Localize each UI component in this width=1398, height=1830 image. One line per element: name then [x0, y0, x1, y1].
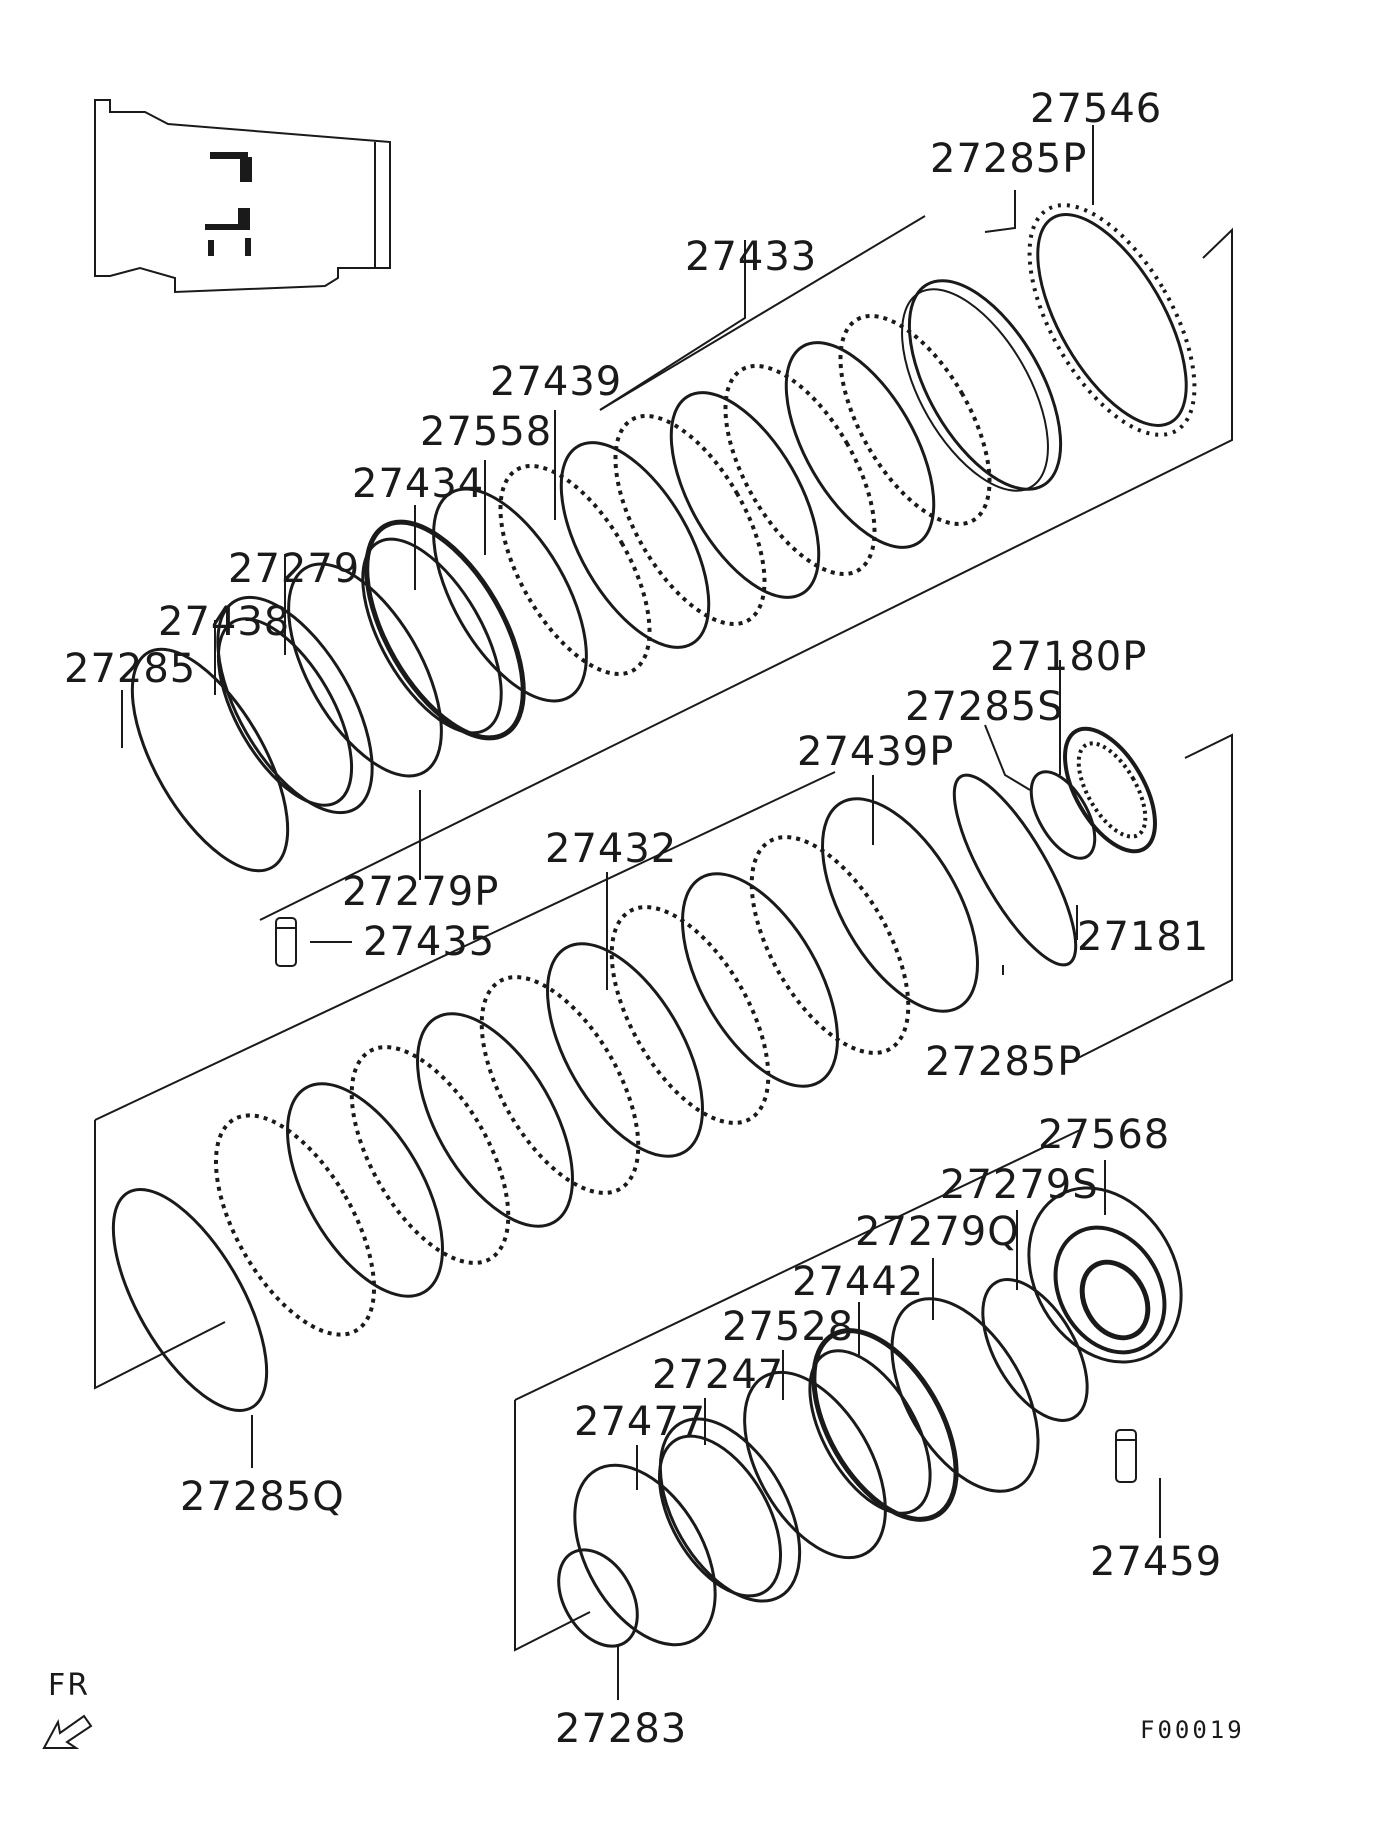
upper-leader-lines [121, 125, 1094, 943]
upper-clutch-pack-panel [121, 125, 1233, 967]
label-27279S: 27279S [940, 1162, 1099, 1208]
label-27558: 27558 [420, 409, 552, 455]
lower-rings [557, 1186, 1183, 1648]
label-27279: 27279 [228, 546, 360, 592]
label-27285: 27285 [64, 646, 196, 692]
label-27433: 27433 [685, 234, 817, 280]
label-27432: 27432 [545, 826, 677, 872]
label-27279Q: 27279Q [855, 1209, 1020, 1255]
upper-clutch-rings [130, 203, 1197, 873]
label-27442: 27442 [792, 1259, 924, 1305]
middle-clutch-rings [111, 726, 1157, 1412]
transmission-locator-inset [94, 99, 391, 294]
label-27439: 27439 [490, 359, 622, 405]
label-27439P: 27439P [797, 729, 954, 775]
label-27434: 27434 [352, 461, 484, 507]
label-27181: 27181 [1077, 914, 1209, 960]
label-27477: 27477 [574, 1399, 706, 1445]
label-27435: 27435 [363, 919, 495, 965]
front-arrow-icon [42, 1714, 93, 1749]
middle-leader-lines [251, 660, 1078, 1468]
label-27283: 27283 [555, 1706, 687, 1752]
label-27279P: 27279P [342, 869, 499, 915]
lower-piston-panel [514, 1129, 1183, 1700]
front-direction-indicator: FR [42, 1668, 93, 1749]
middle-clutch-pack-panel [94, 660, 1233, 1468]
label-27285P-mid: 27285P [925, 1039, 1082, 1085]
front-direction-label: FR [48, 1668, 90, 1703]
label-27285Q: 27285Q [180, 1474, 345, 1520]
label-27180P: 27180P [990, 634, 1147, 680]
accumulator-pin-27459 [1115, 1429, 1137, 1483]
label-27546: 27546 [1030, 86, 1162, 132]
label-27285S: 27285S [905, 684, 1064, 730]
label-27247: 27247 [652, 1352, 784, 1398]
label-27438: 27438 [158, 599, 290, 645]
label-27568: 27568 [1038, 1112, 1170, 1158]
part-labels: 27546 27285P 27433 27439 27558 27434 272… [64, 86, 1222, 1752]
drawing-code: F00019 [1140, 1716, 1245, 1744]
one-way-clutch-pin-27435 [275, 917, 297, 967]
label-27528: 27528 [722, 1304, 854, 1350]
label-27285P-top: 27285P [930, 136, 1087, 182]
label-27459: 27459 [1090, 1539, 1222, 1585]
lower-leader-lines [617, 1160, 1161, 1700]
